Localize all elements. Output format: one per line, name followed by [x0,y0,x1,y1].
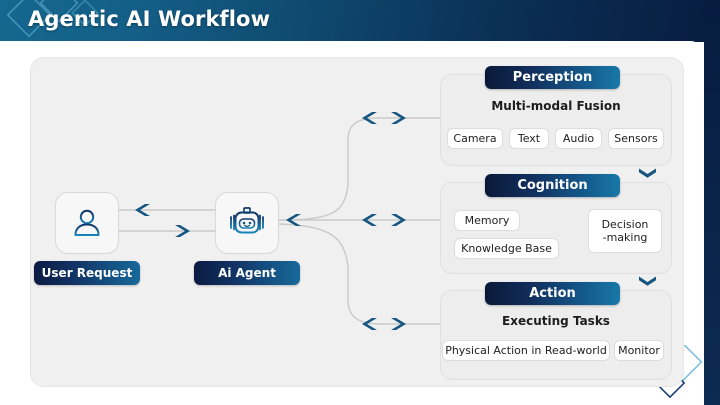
robot-icon [230,207,264,234]
chevron-down-icon: ❯ [638,165,658,181]
chip-audio[interactable]: Audio [555,128,602,149]
chip-sensors[interactable]: Sensors [608,128,664,149]
panel-perception-subtitle: Multi-modal Fusion [491,99,621,113]
page-title: Agentic AI Workflow [28,7,271,31]
slide-header: Agentic AI Workflow [0,0,720,42]
panel-action-subtitle: Executing Tasks [502,314,610,328]
chip-camera[interactable]: Camera [447,128,503,149]
chevron-down-icon: ❯ [638,273,658,289]
right-edge-strip [704,0,720,405]
diamond-outline-decoration-icon [6,0,99,38]
panel-perception-title: Perception [485,66,620,89]
panel-action [440,290,672,380]
chip-memory[interactable]: Memory [454,210,520,231]
node-user-label: User Request [34,261,140,285]
panel-action-title: Action [485,282,620,305]
chip-physical-action[interactable]: Physical Action in Read-world [442,340,610,361]
chip-monitor[interactable]: Monitor [614,340,664,361]
chip-decision-making-line2: -making [602,231,648,244]
node-ai-agent[interactable] [215,192,279,254]
chip-knowledge-base[interactable]: Knowledge Base [454,238,559,259]
chip-decision-making-line1: Decision [601,218,649,231]
chip-decision-making[interactable]: Decision -making [588,209,662,253]
node-user[interactable] [55,192,119,254]
node-ai-agent-label: Ai Agent [194,261,300,285]
panel-cognition-title: Cognition [485,174,620,197]
chip-text[interactable]: Text [509,128,549,149]
user-person-icon [74,209,100,236]
